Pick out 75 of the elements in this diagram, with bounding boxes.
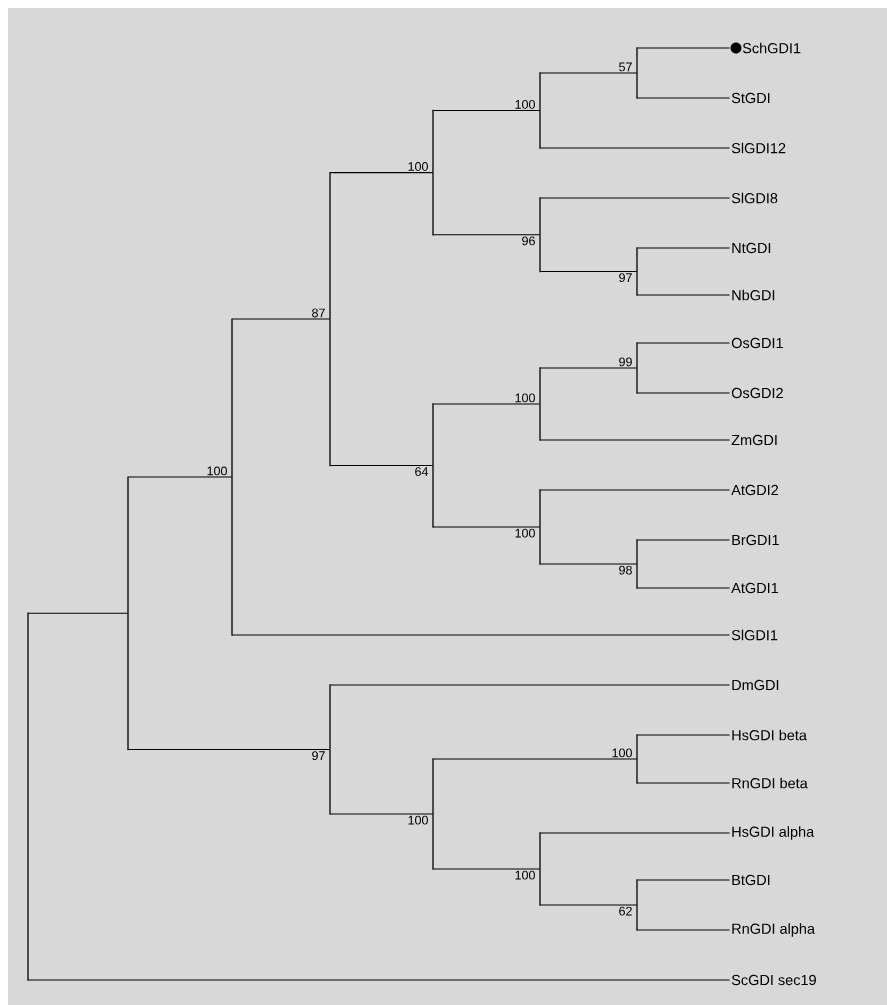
bootstrap-value: 87 bbox=[312, 308, 325, 318]
bootstrap-value: 98 bbox=[619, 565, 632, 575]
branch-line bbox=[540, 197, 730, 199]
marked-leaf-label: SchGDI1 bbox=[730, 42, 801, 54]
bootstrap-value: 97 bbox=[619, 273, 632, 283]
bootstrap-value: 99 bbox=[619, 357, 632, 367]
bootstrap-value: 96 bbox=[522, 236, 535, 246]
leaf-label: HsGDI beta bbox=[732, 729, 807, 741]
branch-line bbox=[433, 758, 637, 760]
bootstrap-value: 100 bbox=[207, 466, 227, 476]
bootstrap-value: 97 bbox=[312, 751, 325, 761]
branch-line bbox=[637, 342, 730, 344]
bootstrap-value: 100 bbox=[515, 870, 535, 880]
leaf-label: NbGDI bbox=[732, 289, 775, 301]
leaf-label: SlGDI8 bbox=[731, 192, 778, 204]
branch-line bbox=[637, 782, 730, 784]
branch-line bbox=[540, 72, 637, 74]
leaf-label: OsGDI1 bbox=[731, 337, 783, 349]
branch-line bbox=[637, 879, 730, 881]
branch-line bbox=[28, 612, 128, 614]
bootstrap-value: 62 bbox=[619, 906, 632, 916]
branch-line bbox=[540, 270, 637, 273]
branch-line bbox=[330, 172, 433, 174]
branch-line bbox=[637, 392, 730, 394]
bootstrap-value: 100 bbox=[408, 162, 428, 171]
leaf-label: AtGDI2 bbox=[731, 484, 778, 496]
leaf-label: RnGDI beta bbox=[732, 777, 808, 789]
branch-line bbox=[28, 979, 730, 981]
leaf-label: DmGDI bbox=[732, 679, 779, 691]
branch-line bbox=[637, 97, 730, 99]
bootstrap-value: 100 bbox=[612, 748, 632, 758]
branch-line bbox=[232, 634, 730, 636]
branch-line bbox=[433, 868, 540, 870]
branch-line bbox=[540, 147, 730, 149]
leaf-label: ScGDI sec19 bbox=[731, 974, 816, 986]
bootstrap-value: 64 bbox=[415, 467, 429, 477]
branch-line bbox=[637, 734, 730, 736]
branch-line bbox=[637, 587, 730, 589]
branch-line bbox=[433, 109, 540, 112]
leaf-label: SlGDI12 bbox=[731, 142, 786, 154]
leaf-label: HsGDI alpha bbox=[732, 826, 815, 840]
branch-line bbox=[540, 367, 637, 369]
leaf-label: NtGDI bbox=[732, 242, 771, 254]
leaf-label: BtGDI bbox=[732, 874, 770, 886]
bootstrap-value: 100 bbox=[408, 815, 428, 825]
bootstrap-value: 57 bbox=[619, 62, 632, 72]
branch-line bbox=[540, 439, 730, 441]
branch-line bbox=[128, 476, 232, 478]
branch-line bbox=[433, 403, 540, 405]
bootstrap-value: 100 bbox=[515, 393, 535, 403]
leaf-label: OsGDI2 bbox=[731, 387, 783, 399]
leaf-label: RnGDI alpha bbox=[732, 923, 815, 937]
branch-line bbox=[433, 234, 540, 236]
branch-line bbox=[540, 489, 730, 491]
bootstrap-value: 100 bbox=[515, 528, 535, 538]
branch-line bbox=[637, 539, 730, 541]
branch-line bbox=[637, 929, 730, 931]
branch-line bbox=[330, 464, 433, 467]
branch-line bbox=[330, 813, 433, 815]
branch-line bbox=[433, 526, 540, 528]
branch-line bbox=[540, 832, 730, 834]
leaf-label: BrGDI1 bbox=[732, 534, 779, 546]
leaf-label: StGDI bbox=[731, 92, 770, 104]
branch-line bbox=[540, 904, 637, 906]
leaf-label: ZmGDI bbox=[731, 434, 777, 446]
branch-line bbox=[128, 748, 330, 751]
branch-line bbox=[637, 247, 730, 249]
branch-line bbox=[540, 563, 637, 565]
branch-line bbox=[637, 294, 730, 296]
branch-line bbox=[330, 684, 730, 686]
leaf-label: AtGDI1 bbox=[731, 582, 779, 594]
bootstrap-value: 100 bbox=[515, 99, 535, 109]
branch-line bbox=[637, 47, 730, 49]
branch-line bbox=[232, 318, 330, 320]
leaf-label: SlGDI1 bbox=[731, 629, 778, 641]
